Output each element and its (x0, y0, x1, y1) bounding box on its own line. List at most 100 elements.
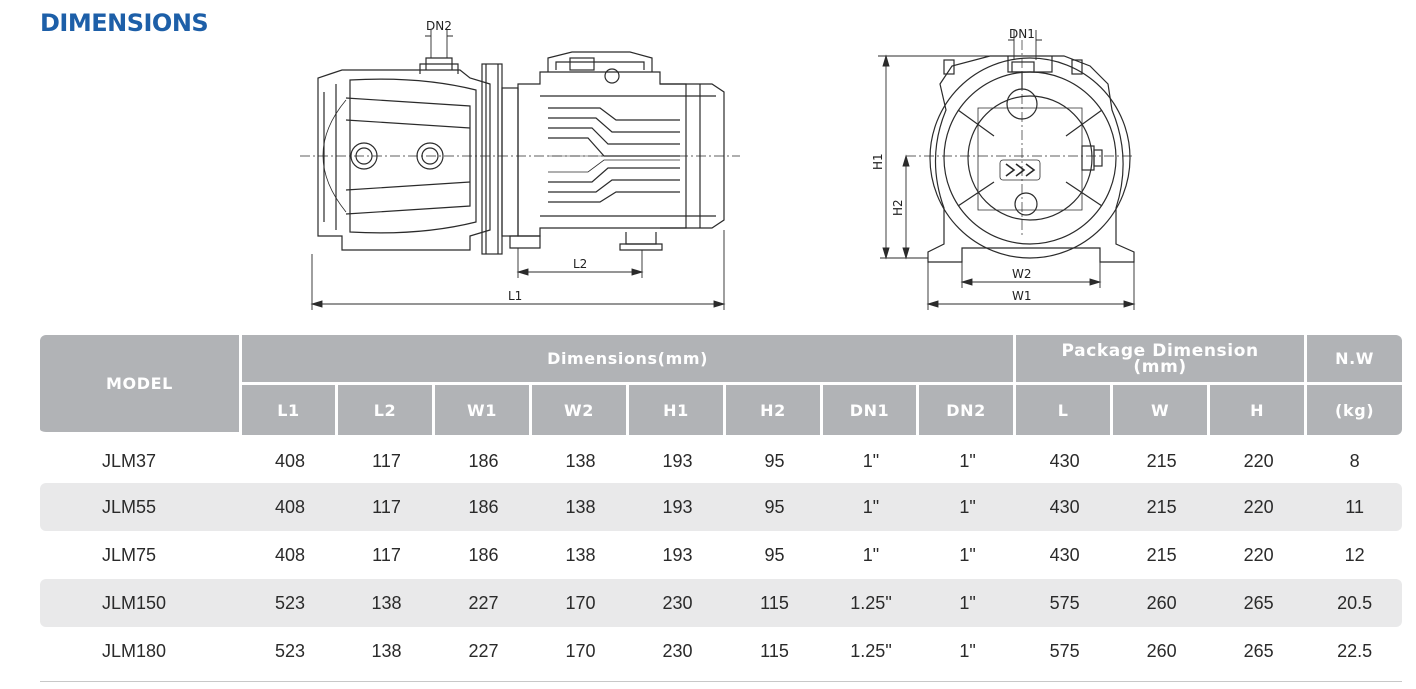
value-cell: 138 (371, 640, 402, 661)
value-cell: 186 (468, 544, 499, 565)
value-cell: 1" (823, 483, 919, 531)
header-col-w1: W1 (435, 385, 532, 435)
header-col-nw-unit: (kg) (1307, 385, 1403, 435)
value-cell: 1.25" (823, 579, 919, 627)
value-cell: 220 (1210, 483, 1308, 531)
header-col-h1: H1 (629, 385, 726, 435)
header-col-h2: H2 (726, 385, 823, 435)
value-cell: 186 (468, 450, 499, 471)
value-cell: 11 (1307, 483, 1403, 531)
value-cell: 8 (1349, 450, 1360, 471)
value-cell: 20.5 (1307, 579, 1403, 627)
value-cell: 1" (959, 450, 976, 471)
value-cell: 117 (338, 483, 435, 531)
l2-label: L2 (573, 257, 587, 271)
value-cell: 575 (1049, 640, 1080, 661)
value-cell: 186 (435, 483, 532, 531)
value-cell: 22.5 (1337, 640, 1373, 661)
side-view-dimensions (310, 30, 726, 310)
header-col-pkg-w: W (1113, 385, 1211, 435)
header-dimensions: Dimensions(mm) (242, 335, 1017, 385)
value-cell: 1" (959, 640, 976, 661)
w1-label: W1 (1012, 289, 1032, 303)
value-cell: 523 (242, 579, 338, 627)
value-cell: 193 (662, 450, 693, 471)
value-cell: 408 (274, 450, 306, 471)
header-col-w2: W2 (532, 385, 629, 435)
h1-label: H1 (871, 153, 885, 170)
value-cell: 265 (1210, 579, 1308, 627)
header-col-l2: L2 (338, 385, 435, 435)
value-cell: 215 (1146, 450, 1177, 471)
value-cell: 230 (629, 579, 726, 627)
value-cell: 193 (662, 544, 693, 565)
value-cell: 227 (435, 579, 532, 627)
value-cell: 1" (959, 544, 976, 565)
header-col-dn1: DN1 (823, 385, 919, 435)
header-col-pkg-h: H (1210, 385, 1308, 435)
header-col-l1: L1 (242, 385, 338, 435)
value-cell: 193 (629, 483, 726, 531)
value-cell: 117 (372, 544, 401, 565)
header-package-line1: Package Dimension (1061, 340, 1259, 361)
header-model: MODEL (40, 335, 242, 435)
value-cell: 138 (565, 544, 596, 565)
model-cell: JLM55 (40, 483, 242, 531)
table-row: JLM37 408 117 186 138 193 95 1" 1" 430 215 220 8 (40, 435, 1402, 483)
value-cell: 117 (372, 450, 401, 471)
value-cell: 575 (1016, 579, 1114, 627)
header-col-pkg-l: L (1016, 385, 1114, 435)
bottom-divider (40, 681, 1402, 682)
h2-label: H2 (891, 199, 905, 216)
value-cell: 215 (1113, 483, 1211, 531)
header-col-dn2: DN2 (919, 385, 1017, 435)
value-cell: 115 (726, 579, 823, 627)
header-package-line2: (mm) (1133, 356, 1187, 377)
w2-label: W2 (1012, 267, 1032, 281)
value-cell: 430 (1049, 544, 1080, 565)
dn2-label: DN2 (426, 19, 452, 33)
header-nw: N.W (1307, 335, 1403, 385)
value-cell: 230 (662, 640, 693, 661)
value-cell: 215 (1146, 544, 1177, 565)
value-cell: 430 (1016, 483, 1114, 531)
value-cell: 1" (919, 483, 1017, 531)
value-cell: 170 (565, 640, 596, 661)
model-cell: JLM75 (102, 544, 157, 565)
value-cell: 260 (1146, 640, 1177, 661)
value-cell: 95 (764, 450, 785, 471)
pump-dimension-drawing: DN2 L2 L1 (300, 19, 1136, 310)
model-cell: JLM37 (102, 450, 157, 471)
model-cell: JLM150 (40, 579, 242, 627)
value-cell: 265 (1243, 640, 1274, 661)
value-cell: 227 (468, 640, 499, 661)
value-cell: 220 (1243, 450, 1274, 471)
value-cell: 95 (764, 544, 785, 565)
value-cell: 408 (274, 544, 306, 565)
value-cell: 1" (919, 579, 1017, 627)
value-cell: 220 (1243, 544, 1274, 565)
value-cell: 1" (862, 544, 880, 565)
front-view-pump (906, 40, 1135, 263)
model-cell: JLM180 (102, 640, 167, 661)
value-cell: 260 (1113, 579, 1211, 627)
value-cell: 138 (565, 450, 596, 471)
value-cell: 138 (338, 579, 435, 627)
value-cell: 95 (726, 483, 823, 531)
value-cell: 430 (1049, 450, 1080, 471)
dn1-label: DN1 (1009, 27, 1035, 41)
value-cell: 1.25" (850, 640, 892, 661)
value-cell: 408 (242, 483, 338, 531)
value-cell: 1" (862, 450, 880, 471)
value-cell: 115 (760, 640, 789, 661)
side-view-pump (300, 51, 740, 255)
front-view-dimensions (878, 30, 1136, 310)
l1-label: L1 (508, 289, 522, 303)
value-cell: 138 (532, 483, 629, 531)
header-package-dimension: Package Dimension (mm) (1016, 335, 1308, 385)
